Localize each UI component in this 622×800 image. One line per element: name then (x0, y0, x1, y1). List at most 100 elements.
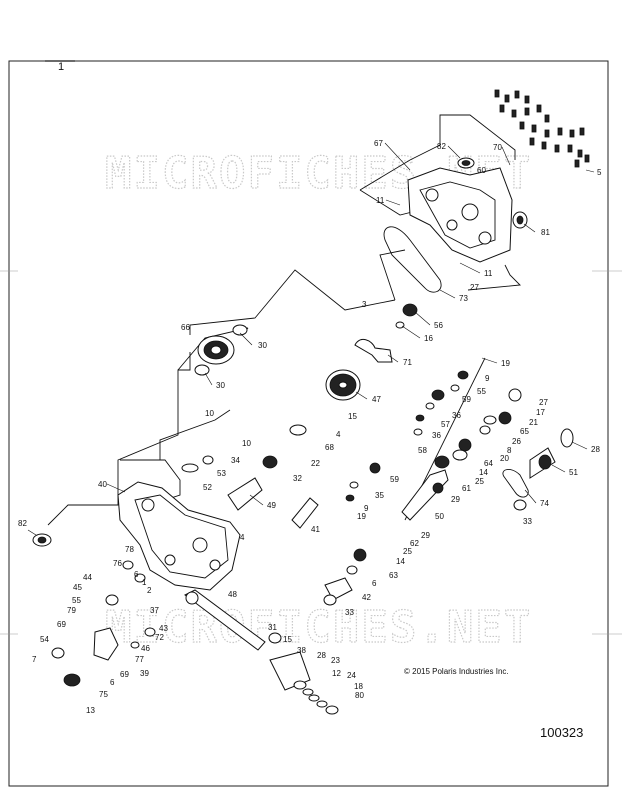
sprocket-47 (325, 369, 361, 401)
callout-14: 14 (396, 557, 405, 566)
callout-15: 15 (348, 412, 357, 421)
callout-52: 52 (203, 483, 212, 492)
callout-64: 64 (484, 459, 493, 468)
callout-59: 59 (390, 475, 399, 484)
bottom-stack (268, 632, 339, 715)
callout-9: 9 (364, 504, 369, 513)
callout-6: 6 (134, 570, 139, 579)
callout-32: 32 (293, 474, 302, 483)
callout-60: 60 (477, 166, 486, 175)
callout-43: 43 (159, 624, 168, 633)
callout-67: 67 (374, 139, 383, 148)
callout-28: 28 (591, 445, 600, 454)
watermark-bottom: MICROFICHES.NET (105, 602, 532, 653)
callout-61: 61 (462, 484, 471, 493)
callout-4: 4 (336, 430, 341, 439)
figure-number: 100323 (540, 725, 583, 740)
callout-8: 8 (507, 446, 512, 455)
callout-57: 57 (441, 420, 450, 429)
callout-79: 79 (67, 606, 76, 615)
cover-housing (407, 167, 513, 263)
gear-assembly-66 (194, 324, 248, 376)
callout-1: 1 (142, 578, 147, 587)
callout-20: 20 (500, 454, 509, 463)
callout-45: 45 (73, 583, 82, 592)
callout-65: 65 (520, 427, 529, 436)
callout-30: 30 (216, 381, 225, 390)
callout-10: 10 (242, 439, 251, 448)
shift-fork-71 (354, 338, 393, 363)
callout-25: 25 (403, 547, 412, 556)
callout-26: 26 (512, 437, 521, 446)
callout-82: 82 (437, 142, 446, 151)
callout-36: 36 (432, 431, 441, 440)
output-shaft-50 (401, 469, 449, 521)
callout-9: 9 (485, 374, 490, 383)
callout-10: 10 (205, 409, 214, 418)
callout-11: 11 (376, 196, 385, 205)
callout-55: 55 (477, 387, 486, 396)
callout-5: 5 (597, 168, 602, 177)
bolt-cluster (494, 89, 590, 168)
callout-19: 19 (357, 512, 366, 521)
callout-47: 47 (372, 395, 381, 404)
callout-30: 30 (258, 341, 267, 350)
callout-59: 59 (462, 395, 471, 404)
callout-38: 38 (297, 646, 306, 655)
callout-71: 71 (403, 358, 412, 367)
callout-24: 24 (347, 671, 356, 680)
callout-56: 56 (434, 321, 443, 330)
callout-16: 16 (424, 334, 433, 343)
shaft-51 (502, 428, 574, 511)
callout-14: 14 (479, 468, 488, 477)
callout-70: 70 (493, 143, 502, 152)
callout-78: 78 (125, 545, 134, 554)
callout-6: 6 (372, 579, 377, 588)
callout-35: 35 (375, 491, 384, 500)
mid-components (181, 424, 319, 529)
callout-37: 37 (150, 606, 159, 615)
seal-82-bottom (32, 533, 52, 547)
belt-73 (383, 226, 442, 293)
lower-left-components (51, 560, 156, 687)
callout-80: 80 (355, 691, 364, 700)
callout-48: 48 (228, 590, 237, 599)
callout-13: 13 (86, 706, 95, 715)
callout-49: 49 (267, 501, 276, 510)
figure-index: 1 (58, 61, 64, 73)
main-housing (117, 481, 241, 591)
callout-11: 11 (484, 269, 493, 278)
copyright-text: © 2015 Polaris Industries Inc. (404, 667, 509, 676)
callout-63: 63 (389, 571, 398, 580)
callout-2: 2 (147, 586, 152, 595)
diagram-frame (8, 60, 609, 787)
callout-44: 44 (83, 573, 92, 582)
callout-12: 12 (332, 669, 341, 678)
callout-27: 27 (470, 283, 479, 292)
callout-33: 33 (345, 608, 354, 617)
callout-82: 82 (18, 519, 27, 528)
callout-39: 39 (140, 669, 149, 678)
callout-73: 73 (459, 294, 468, 303)
callout-72: 72 (155, 633, 164, 642)
callout-28: 28 (317, 651, 326, 660)
callout-labels: 67 82 70 60 5 11 81 11 27 73 3 56 16 66 … (18, 139, 602, 715)
callout-4: 4 (240, 533, 245, 542)
callout-23: 23 (331, 656, 340, 665)
callout-74: 74 (540, 499, 549, 508)
callout-19: 19 (501, 359, 510, 368)
callout-15: 15 (283, 635, 292, 644)
callout-18: 18 (354, 682, 363, 691)
callout-69: 69 (57, 620, 66, 629)
callout-62: 62 (410, 539, 419, 548)
bearing-81 (512, 211, 528, 229)
callout-7: 7 (32, 655, 37, 664)
callout-54: 54 (40, 635, 49, 644)
callout-21: 21 (529, 418, 538, 427)
callout-6: 6 (110, 678, 115, 687)
callout-75: 75 (99, 690, 108, 699)
callout-51: 51 (569, 468, 578, 477)
callout-34: 34 (231, 456, 240, 465)
shaft-48 (184, 589, 266, 651)
lower-right-stack (323, 548, 367, 606)
